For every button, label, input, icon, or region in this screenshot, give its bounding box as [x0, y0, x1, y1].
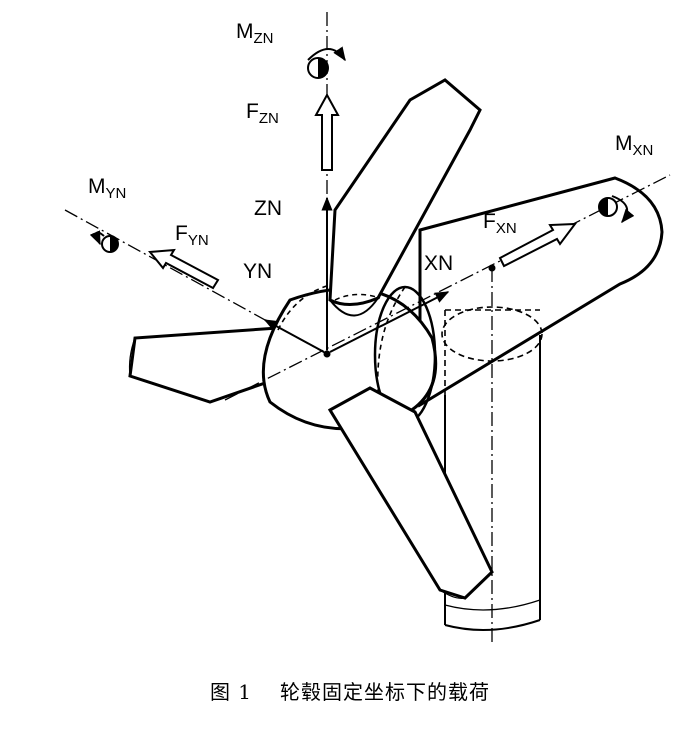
coordinate-origin: [323, 264, 496, 358]
axis-label-zn: ZN: [254, 197, 282, 220]
force-arrow-y: [148, 248, 220, 290]
moment-icon-x: [598, 195, 635, 224]
moment-label-y: MYN: [88, 175, 126, 202]
axis-label-yn: YN: [243, 260, 272, 283]
moment-icon-z: [307, 46, 346, 79]
blade-lower: [327, 386, 494, 600]
moment-label-z: MZN: [236, 20, 274, 47]
axis-arrows: [263, 196, 450, 353]
figure-caption: 图 1 轮毂固定坐标下的载荷: [0, 676, 700, 705]
yaw-bearing: [441, 306, 543, 395]
force-label-y: FYN: [175, 222, 209, 249]
nacelle: [418, 176, 664, 408]
axis-label-xn: XN: [424, 252, 453, 275]
blade-left: [128, 326, 280, 404]
force-arrow-x: [498, 222, 578, 268]
force-label-z: FZN: [246, 100, 279, 127]
moment-label-x: MXN: [615, 132, 653, 159]
figure-caption-text: 轮毂固定坐标下的载荷: [280, 680, 491, 704]
blade-upper: [328, 78, 482, 317]
moment-icon-y: [89, 230, 119, 253]
figure-number: 图 1: [209, 680, 253, 704]
force-arrow-z: [314, 92, 340, 171]
force-label-x: FXN: [483, 210, 517, 237]
